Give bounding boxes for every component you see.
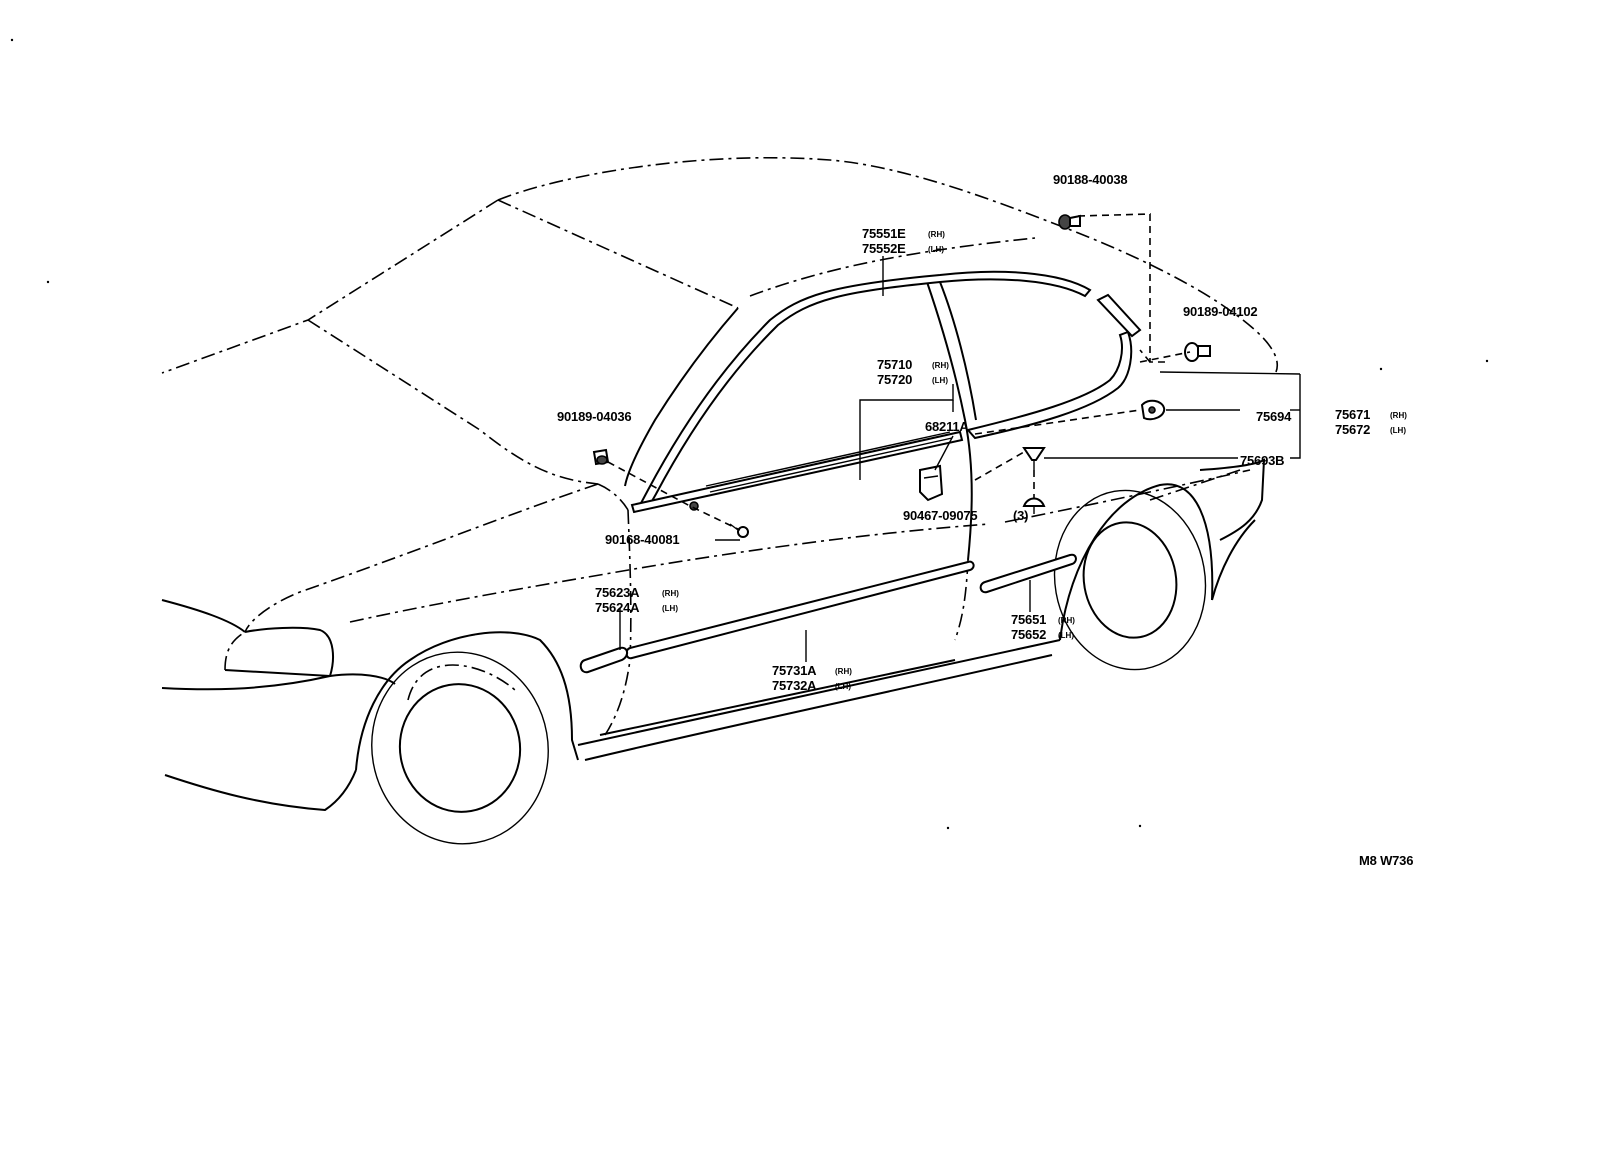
clip-90189-04102 [1184,342,1211,362]
label-75694: 75694 [1256,409,1292,424]
label-75651: 75651 [1011,612,1046,627]
quarter-window-molding-75671 [966,293,1142,440]
clip-90188-40038 [1058,214,1081,230]
label-75624a: 75624A [595,600,640,615]
label-rh: (RH) [928,230,945,239]
label-68211a: 68211A [925,419,969,434]
label-lh: (LH) [1058,631,1074,640]
screw-90168-40081 [729,523,749,538]
clip-68211a [919,464,944,502]
callout-labels: 90188-40038 75551E (RH) 75552E (LH) 9018… [557,172,1413,868]
clip-90467-09075 [1022,497,1046,514]
car-body-outline [161,156,1279,845]
clip-75694 [1140,399,1166,421]
label-75672: 75672 [1335,422,1370,437]
label-rh: (RH) [835,667,852,676]
figure-code: M8 W736 [1359,853,1413,868]
belt-molding-75710 [630,430,964,514]
label-90467-09075: 90467-09075 [903,508,977,523]
quarter-molding-75651 [979,553,1077,594]
label-lh: (LH) [932,376,948,385]
label-75720: 75720 [877,372,912,387]
label-lh: (LH) [835,682,851,691]
label-rh: (RH) [662,589,679,598]
label-75652: 75652 [1011,627,1046,642]
label-rh: (RH) [932,361,949,370]
leader-lines [607,213,1301,662]
scan-specks [10,38,1489,830]
label-75710: 75710 [877,357,912,372]
fender-molding-75623a [579,646,628,674]
windshield-molding-75551e [638,270,1092,510]
label-lh: (LH) [662,604,678,613]
label-qty-3: (3) [1013,508,1028,523]
label-rh: (RH) [1390,411,1407,420]
label-75732a: 75732A [772,678,817,693]
label-75551e: 75551E [862,226,906,241]
label-90189-04102: 90189-04102 [1183,304,1257,319]
clip-75693b [1022,447,1046,470]
label-lh: (LH) [1390,426,1406,435]
door-molding-75731a [625,560,975,660]
label-75693b: 75693B [1240,453,1284,468]
label-90188-40038: 90188-40038 [1053,172,1127,187]
label-75552e: 75552E [862,241,906,256]
label-75731a: 75731A [772,663,817,678]
label-75623a: 75623A [595,585,640,600]
label-75671: 75671 [1335,407,1370,422]
label-rh: (RH) [1058,616,1075,625]
label-90168-40081: 90168-40081 [605,532,679,547]
label-90189-04036: 90189-04036 [557,409,631,424]
clip-90189-04036 [592,448,610,466]
label-lh: (LH) [928,245,944,254]
